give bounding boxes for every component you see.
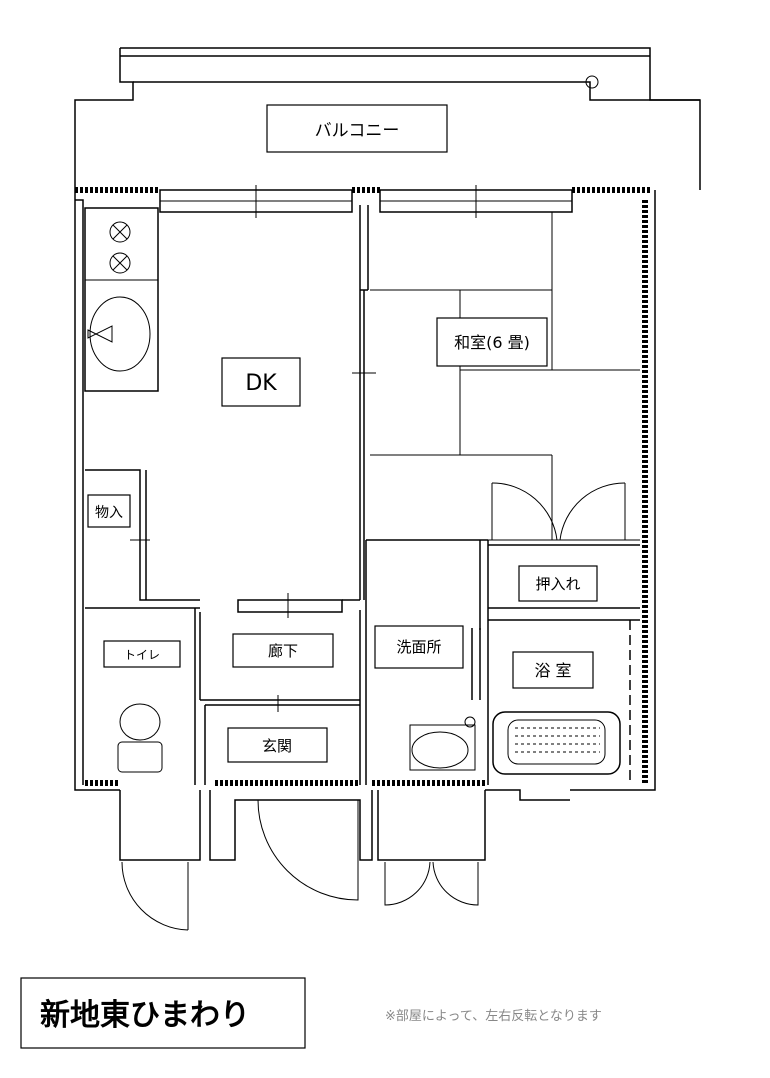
interior-walls xyxy=(85,205,640,785)
closet-doors xyxy=(491,482,626,541)
entrance-porches xyxy=(119,790,486,931)
sink-icon xyxy=(89,296,151,372)
room-label-toilet: トイレ xyxy=(124,648,160,662)
room-label-entrance: 玄関 xyxy=(262,737,292,755)
room-label-dk: DK xyxy=(245,371,277,396)
room-label-washitsu: 和室(6 畳) xyxy=(454,333,530,352)
door-arc-toilet-side xyxy=(121,861,189,931)
toilet-icon xyxy=(117,703,163,773)
window-dk xyxy=(159,185,353,218)
stove-burner-icon xyxy=(109,221,131,274)
property-name-box xyxy=(20,977,306,1049)
room-label-hallway: 廊下 xyxy=(268,642,298,660)
property-name: 新地東ひまわり xyxy=(40,998,250,1033)
tatami-lines: 和室(6 畳) xyxy=(370,212,640,541)
room-label-bathroom: 浴 室 xyxy=(534,661,571,680)
room-label-washroom: 洗面所 xyxy=(396,638,441,656)
kitchen-counter xyxy=(84,207,159,392)
drain-icon xyxy=(585,75,599,89)
washbasin-icon xyxy=(409,716,476,771)
window-washitsu xyxy=(379,185,573,218)
mirror-note: ※部屋によって、左右反転となります xyxy=(385,1009,602,1024)
exterior-walls xyxy=(74,187,656,801)
room-label-oshiire: 押入れ xyxy=(535,575,580,593)
room-label-storage: 物入 xyxy=(95,505,123,521)
balcony: バルコニー xyxy=(74,47,701,190)
room-label-balcony: バルコニー xyxy=(315,121,400,141)
bathtub-icon xyxy=(492,711,621,775)
